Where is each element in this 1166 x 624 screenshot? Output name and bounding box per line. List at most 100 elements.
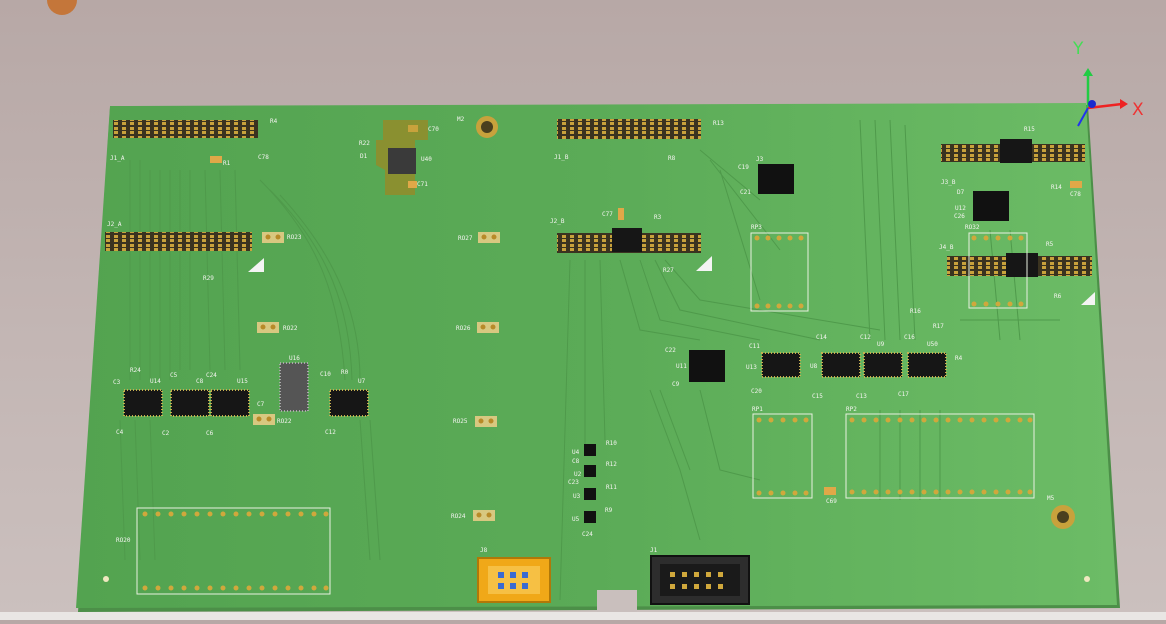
silk-label: C24 — [582, 531, 593, 538]
silk-label: C71 — [417, 181, 428, 188]
header-j2-a[interactable] — [105, 232, 252, 251]
silk-label: M5 — [1047, 495, 1055, 502]
silk-label: C2 — [162, 430, 170, 437]
silk-label: R22 — [359, 140, 370, 147]
pads — [142, 235, 1024, 591]
silk-label: C15 — [812, 393, 823, 400]
capacitor — [408, 125, 418, 132]
silk-label: C12 — [325, 429, 336, 436]
corner-mark — [1081, 292, 1095, 305]
silk-label: C70 — [428, 126, 439, 133]
silk-label: R11 — [606, 484, 617, 491]
silk-label: R12 — [606, 461, 617, 468]
silk-label: C78 — [1070, 191, 1081, 198]
corner-mark — [696, 256, 712, 271]
silk-label: R14 — [1051, 184, 1062, 191]
silk-label: RP1 — [752, 406, 763, 413]
silk-label: C22 — [665, 347, 676, 354]
silk-label: R1 — [223, 160, 231, 167]
silk-label: U12 — [955, 205, 966, 212]
silk-label: J4_B — [939, 244, 954, 251]
axis-triad[interactable]: Y X — [1072, 39, 1144, 127]
silk-label: R4 — [270, 118, 278, 125]
cursor-blob — [47, 0, 77, 15]
silk-label: C14 — [816, 334, 827, 341]
silk-label: U13 — [746, 364, 757, 371]
silk-label: J8 — [480, 547, 488, 554]
silk-label: C11 — [749, 343, 760, 350]
silk-label: D7 — [957, 189, 965, 196]
silk-label: C6 — [206, 430, 214, 437]
small-hole — [1084, 576, 1090, 582]
silk-label: J3 — [756, 156, 764, 163]
silk-label: J3_B — [941, 179, 956, 186]
silk-label: R8 — [668, 155, 676, 162]
small-hole — [103, 576, 109, 582]
silk-label: C26 — [954, 213, 965, 220]
silk-label: R5 — [1046, 241, 1054, 248]
silk-label: J1 — [650, 547, 658, 554]
silk-label: U2 — [574, 471, 582, 478]
silk-label: R17 — [933, 323, 944, 330]
status-strip — [0, 612, 1166, 620]
chip[interactable] — [1000, 139, 1032, 163]
mounting-hole-m5 — [1051, 505, 1075, 529]
silk-label: R10 — [606, 440, 617, 447]
mounting-hole-m2 — [476, 116, 498, 138]
silk-label: C69 — [826, 498, 837, 505]
header-j1-a[interactable] — [113, 120, 258, 138]
connector-j1[interactable] — [650, 555, 750, 605]
silk-label: C20 — [751, 388, 762, 395]
silk-label: C17 — [898, 391, 909, 398]
silk-label: RO22 — [277, 418, 292, 425]
chip-u3[interactable] — [758, 164, 794, 194]
silk-label: C5 — [170, 372, 178, 379]
silk-label: C13 — [856, 393, 867, 400]
chip-u12[interactable] — [973, 191, 1009, 221]
smd-capacitors — [210, 156, 1082, 495]
silk-label: RP2 — [846, 406, 857, 413]
chip-u11[interactable] — [689, 350, 725, 382]
silk-label: RO23 — [287, 234, 302, 241]
silk-label: RO22 — [283, 325, 298, 332]
silk-label: RP3 — [751, 224, 762, 231]
silk-label: U15 — [237, 378, 248, 385]
chip[interactable] — [612, 228, 642, 252]
silk-label: J1_A — [110, 155, 125, 162]
silk-label: R29 — [203, 275, 214, 282]
silk-label: RO24 — [451, 513, 466, 520]
regulator-u40[interactable] — [388, 148, 416, 174]
silk-label: U14 — [150, 378, 161, 385]
silk-label: R27 — [663, 267, 674, 274]
silk-label: U3 — [573, 493, 581, 500]
silk-label: U9 — [877, 341, 885, 348]
sot-parts — [584, 444, 596, 523]
silk-label: U5 — [572, 516, 580, 523]
header-j1-b[interactable] — [557, 119, 701, 139]
pcb-traces — [119, 119, 1060, 601]
silk-label: C8 — [572, 458, 580, 465]
soic-row-left — [123, 362, 369, 417]
silk-label: R6 — [1054, 293, 1062, 300]
silk-label: R13 — [713, 120, 724, 127]
silk-label: R0 — [341, 369, 349, 376]
silk-label: D1 — [360, 153, 368, 160]
silk-label: U11 — [676, 363, 687, 370]
silk-label: C8 — [196, 378, 204, 385]
pcb-board[interactable] — [76, 103, 1117, 608]
connector-j8[interactable] — [477, 557, 551, 603]
silk-outlines — [136, 232, 1035, 595]
chip[interactable] — [1006, 253, 1038, 277]
silkscreen-labels: J1_A R4 R1 C78 J2_A RO23 R29 RO22 M2 R22… — [107, 116, 1081, 554]
silk-label: RO26 — [456, 325, 471, 332]
silk-label: C23 — [568, 479, 579, 486]
silk-label: RO25 — [453, 418, 468, 425]
silk-label: C77 — [602, 211, 613, 218]
silk-label: U8 — [810, 363, 818, 370]
silk-label: C12 — [860, 334, 871, 341]
silk-label: J2_A — [107, 221, 122, 228]
silk-label: J1_B — [554, 154, 569, 161]
silk-label: R4 — [955, 355, 963, 362]
